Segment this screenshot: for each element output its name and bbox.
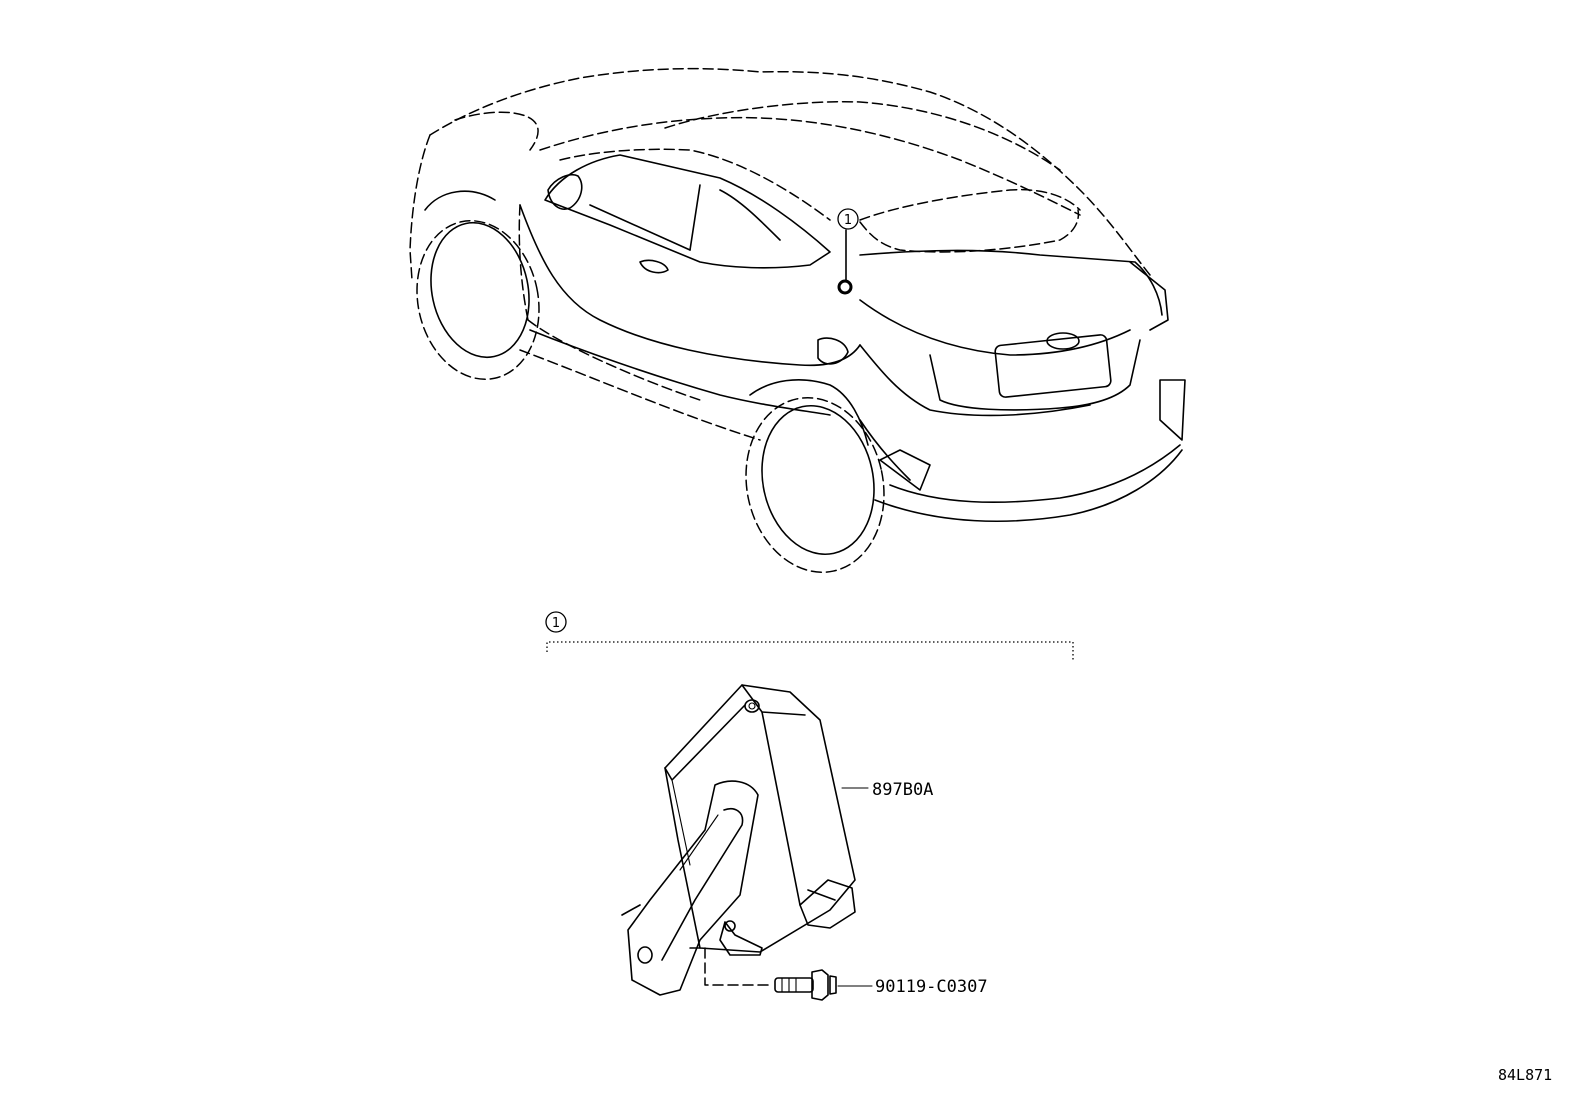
bolt-illustration xyxy=(774,969,837,1001)
callout-1-group-text: 1 xyxy=(552,616,560,631)
group-bracket xyxy=(546,641,1074,660)
vehicle-illustration xyxy=(409,67,1186,573)
callout-1-vehicle-text: 1 xyxy=(844,213,852,228)
reference-code: 84L871 xyxy=(1498,1066,1552,1084)
module-location-marker xyxy=(837,279,853,295)
callout-1-group: 1 xyxy=(545,611,1074,660)
callout-1-vehicle: 1 xyxy=(837,208,859,230)
control-module-illustration xyxy=(621,684,856,996)
part-label-90119-c0307: 90119-C0307 xyxy=(875,977,988,997)
part-label-897b0a: 897B0A xyxy=(872,780,933,800)
